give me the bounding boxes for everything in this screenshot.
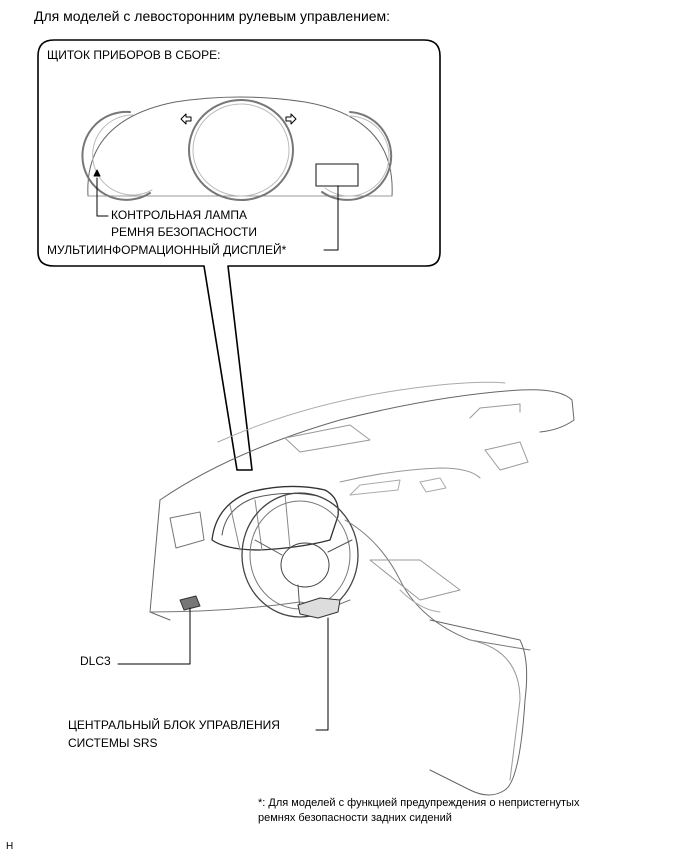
multi-info-display-label: МУЛЬТИИНФОРМАЦИОННЫЙ ДИСПЛЕЙ* [47,243,287,257]
page-title: Для моделей с левосторонним рулевым упра… [34,8,391,24]
cluster-outline [87,96,393,197]
srs-ecu [297,597,341,619]
steering-wheel [241,492,359,618]
seatbelt-lamp-label-line1: КОНТРОЛЬНАЯ ЛАМПА [111,208,248,222]
dlc3-label: DLC3 [80,654,111,668]
dlc3-connector [179,595,201,611]
right-gauge [321,111,393,201]
dashboard-outline [159,389,575,501]
callout-heading: ЩИТОК ПРИБОРОВ В СБОРЕ: [47,48,221,62]
footnote-line1: *: Для моделей с функцией предупреждения… [258,797,580,809]
figure-mark: H [6,841,14,852]
left-gauge [81,110,151,201]
footnote-line2: ремнях безопасности задних сидений [258,812,452,824]
left-turn-arrow-icon [180,113,192,125]
center-speedometer [188,99,294,201]
callout-box [37,39,441,471]
dash-cluster [211,485,339,551]
srs-ecu-label-line2: СИСТЕМЫ SRS [68,736,158,750]
right-turn-arrow-icon [285,113,297,125]
seatbelt-lamp-icon [93,169,101,177]
srs-ecu-label-line1: ЦЕНТРАЛЬНЫЙ БЛОК УПРАВЛЕНИЯ [68,718,280,732]
multi-info-display [315,163,359,187]
center-console [429,619,528,796]
seatbelt-lamp-label-line2: РЕМНЯ БЕЗОПАСНОСТИ [111,225,257,239]
steering-hub [280,542,330,588]
